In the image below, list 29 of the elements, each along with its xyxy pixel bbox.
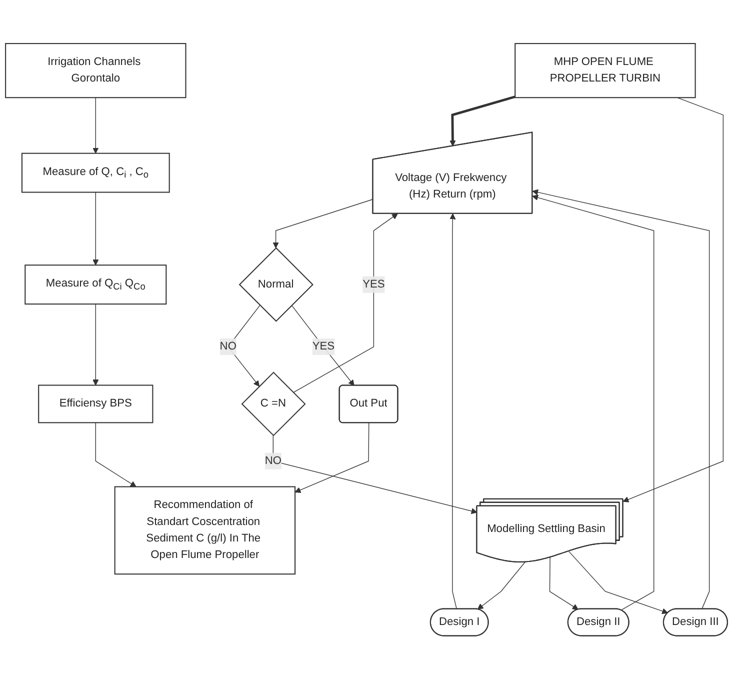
arrow [549,556,578,610]
node-diamond: C =N [241,372,306,436]
node-box: Recommendation of Standart Coscentration Sediment C (g/l) In The Open Flume Propeller [114,486,296,574]
node-box: Measure of Q$_{Ci}$ Q$_{Co}$ [24,264,167,304]
node-box: Irrigation Channels Gorontalo [5,42,186,98]
edge-label: YES [312,340,335,352]
edge-label: YES [362,278,385,290]
arrow [450,95,516,146]
arrow [294,422,370,493]
node-box: Measure of Q, C$_{i}$ , C$_{o}$ [21,152,170,193]
arrow [532,194,654,610]
arrow [92,304,99,386]
arrow [92,97,99,154]
arrow [568,550,668,614]
arrow [292,213,398,393]
edge-label: NO [220,340,236,352]
arrow [291,304,354,386]
node-box: Efficiensy BPS [38,384,154,424]
node-diamond: Normal [238,247,314,322]
arrow [532,189,710,610]
arrow [477,562,526,610]
arrow [450,213,457,610]
arrow [272,198,374,248]
arrow [622,97,724,502]
arrow [92,192,99,266]
node-box: MHP OPEN FLUME PROPELLER TURBIN [514,42,696,98]
arrow [95,422,136,487]
arrow [272,434,478,514]
edge-label: NO [264,454,282,466]
